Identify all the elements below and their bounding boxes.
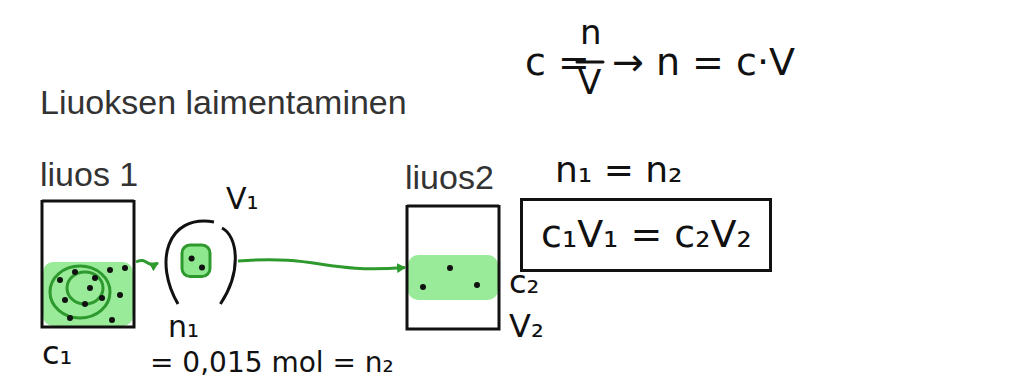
beaker-shape: liuos 1c₁	[40, 200, 136, 328]
concentration-label: c₁	[42, 336, 72, 371]
formula-label: V	[578, 64, 601, 101]
formula-label: → n = c·V	[612, 42, 795, 84]
volume-label: V₁	[226, 182, 259, 215]
formula-label: n₁ = n₂	[555, 150, 683, 190]
circle-outline	[158, 218, 238, 308]
transfer-arrow	[238, 260, 405, 269]
volume-label: V₂	[509, 309, 544, 344]
amount-label: n₁	[168, 310, 199, 343]
formula-box: c₁V₁ = c₂V₂	[520, 198, 772, 272]
beaker-outline	[40, 200, 136, 328]
dilution-formula: c₁V₁ = c₂V₂	[541, 214, 752, 256]
beaker-outline	[405, 205, 501, 330]
beaker-shape: liuos2c₂V₂	[405, 205, 501, 330]
formula-label: = 0,015 mol = n₂	[150, 348, 394, 379]
formula-label: n	[580, 14, 602, 51]
solution-heading: liuos 1	[40, 156, 138, 193]
diagram-title: Liuoksen laimentaminen	[40, 84, 407, 121]
solution-heading: liuos2	[405, 159, 494, 196]
transfer-arrow	[136, 260, 158, 264]
sample-circle: V₁n₁	[158, 218, 238, 308]
